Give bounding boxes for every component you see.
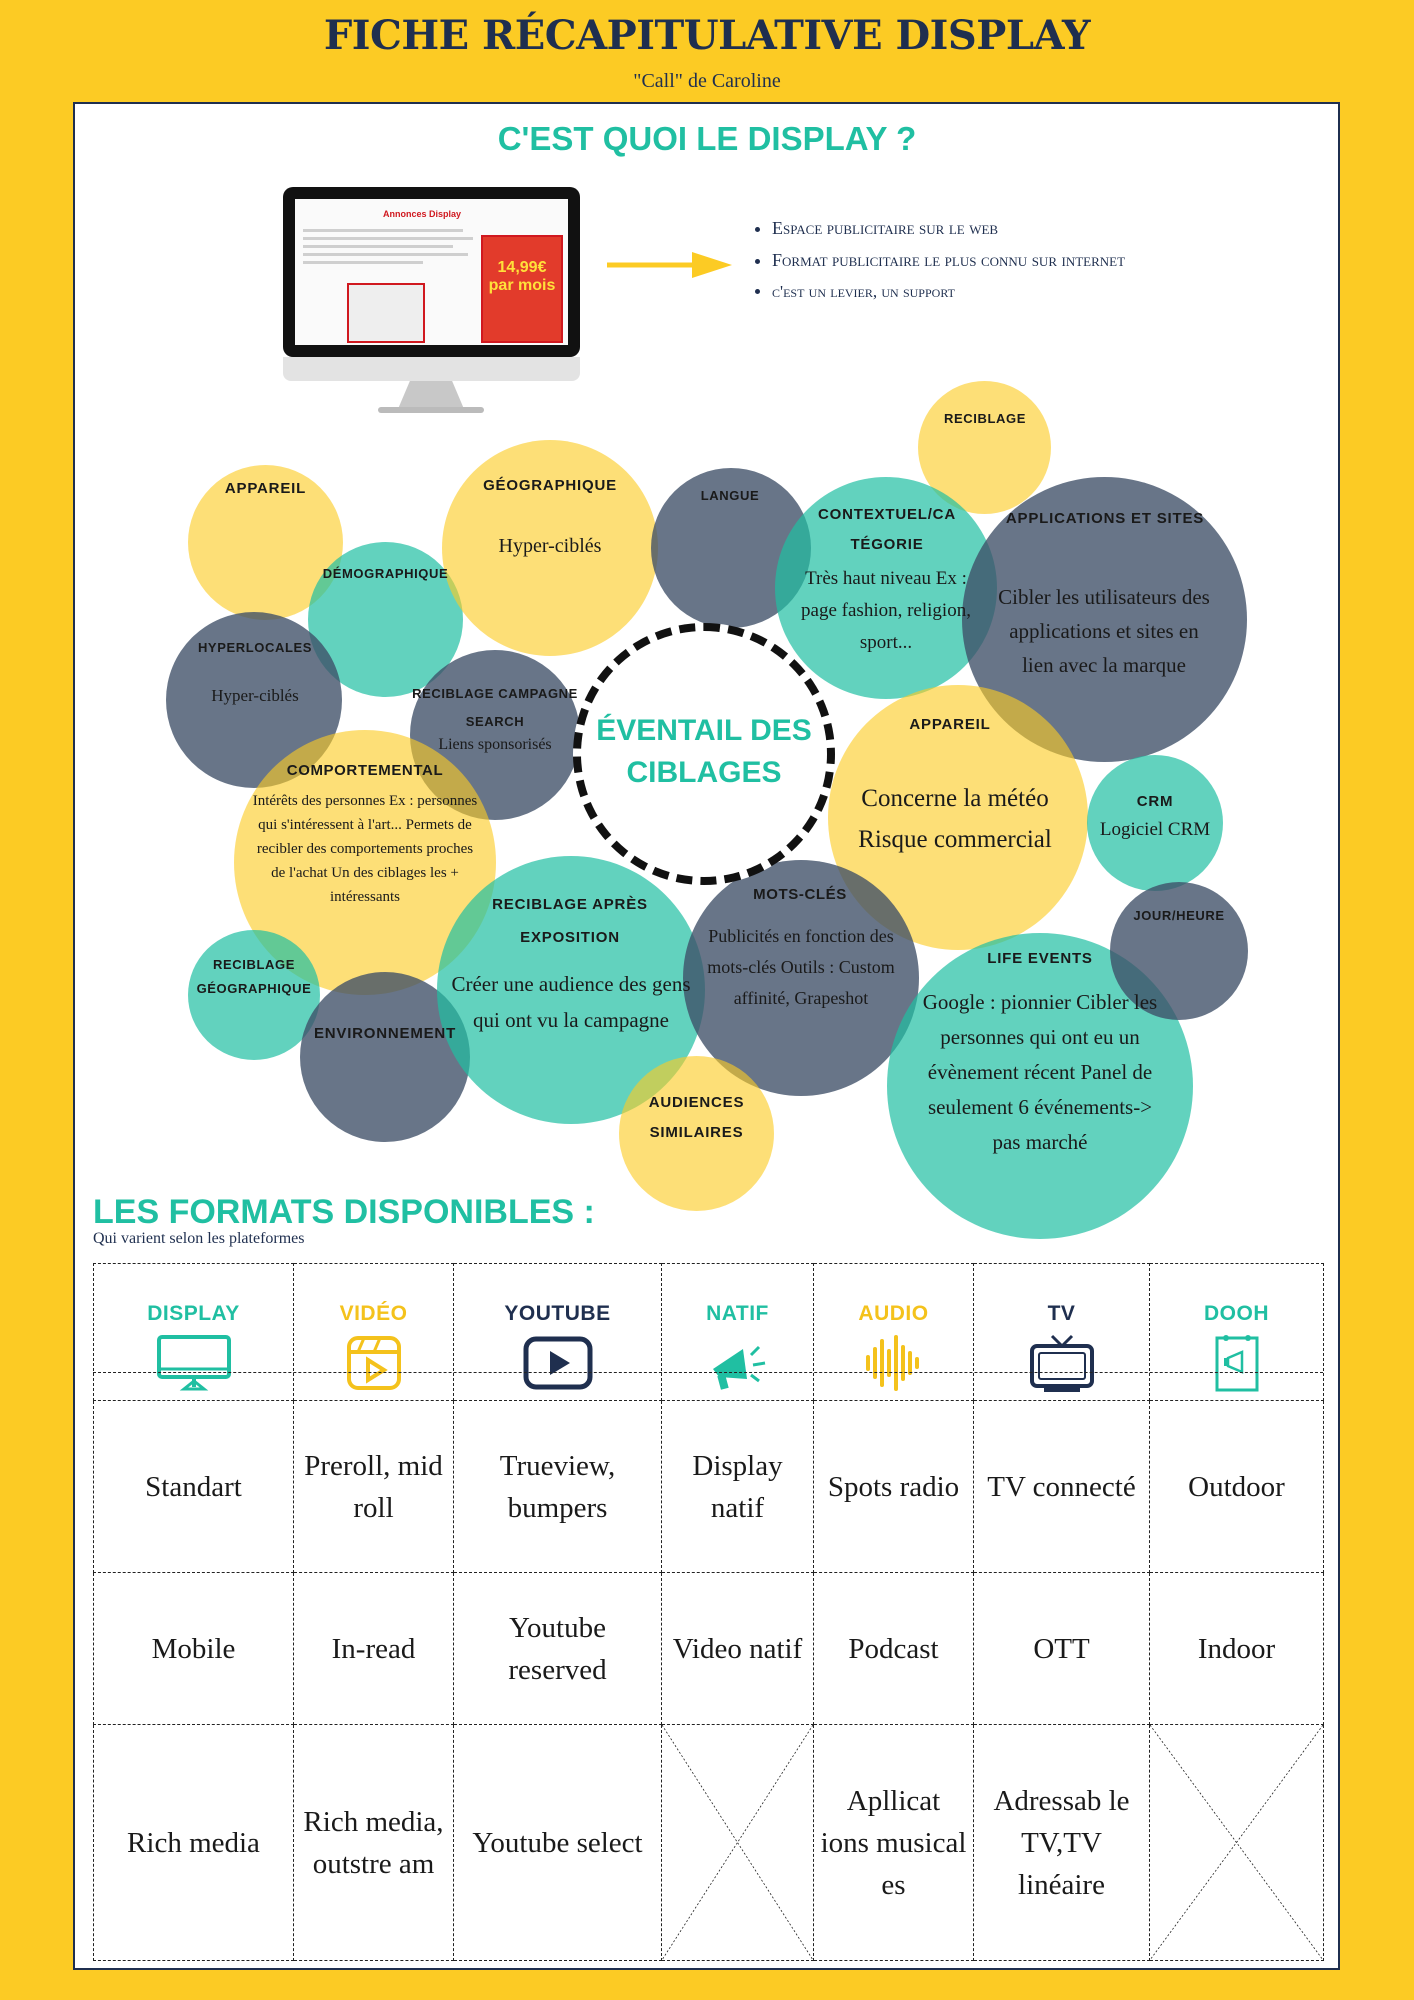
monitor-frame: Annonces Display 14,99€ par mois xyxy=(283,187,580,357)
bubble-text: Liens sponsorisés xyxy=(438,736,552,753)
format-cell: Apllicat ions musical es xyxy=(813,1724,974,1961)
bubble-text: Créer une audience des gens qui ont vu l… xyxy=(451,972,691,1032)
bubble-label: LIFE EVENTS xyxy=(987,950,1093,967)
format-column-header: DOOH xyxy=(1149,1263,1324,1401)
screen-ad-label: Annonces Display xyxy=(383,209,462,219)
definition-item: Format publicitaire le plus connu sur in… xyxy=(772,244,1130,276)
header-divider-line xyxy=(93,1372,1323,1373)
bubble-text: Concerne la météo Risque commercial xyxy=(858,785,1052,853)
screen-ad-left xyxy=(347,283,425,343)
billboard-icon xyxy=(1215,1335,1258,1392)
bubble-label: RECIBLAGE GÉOGRAPHIQUE xyxy=(196,957,312,996)
page-title: FICHE RÉCAPITULATIVE DISPLAY xyxy=(323,12,1091,59)
bubble-label: CRM xyxy=(1136,793,1174,810)
format-cell: TV connecté xyxy=(973,1400,1150,1573)
section-formats-title: LES FORMATS DISPONIBLES : xyxy=(93,1193,595,1231)
bubble-label: GÉOGRAPHIQUE xyxy=(483,477,617,494)
format-cell: Youtube select xyxy=(453,1724,662,1961)
format-column-header: VIDÉO xyxy=(293,1263,454,1401)
bubble-text: Hyper-ciblés xyxy=(498,535,602,557)
format-cell: Mobile xyxy=(93,1572,294,1725)
center-title: ÉVENTAIL DES CIBLAGES xyxy=(596,714,812,789)
format-cell: Youtube reserved xyxy=(453,1572,662,1725)
format-column-header: NATIF xyxy=(661,1263,814,1401)
bubble-label: RECIBLAGE CAMPAGNE SEARCH xyxy=(412,686,578,729)
bubble-text: Publicités en fonction des mots-clés Out… xyxy=(707,926,895,1008)
format-cell: Podcast xyxy=(813,1572,974,1725)
bubble-label: APPAREIL xyxy=(909,716,991,733)
center-dashed-circle xyxy=(573,623,835,885)
monitor-illustration: Annonces Display 14,99€ par mois xyxy=(283,187,580,427)
format-cell: Spots radio xyxy=(813,1400,974,1573)
definition-item: c'est un levier, un support xyxy=(772,276,1130,308)
bubble-text: Logiciel CRM xyxy=(1099,819,1211,840)
bubble-label: JOUR/HEURE xyxy=(1133,908,1225,923)
play-icon xyxy=(523,1336,592,1390)
format-column-header: TV xyxy=(973,1263,1150,1401)
format-column-header: DISPLAY xyxy=(93,1263,294,1401)
bubble-mots-cles xyxy=(683,860,919,1096)
bubble-label: APPAREIL xyxy=(224,480,307,497)
format-cell: Outdoor xyxy=(1149,1400,1324,1573)
format-column-header: YOUTUBE xyxy=(453,1263,662,1401)
format-cell: Rich media xyxy=(93,1724,294,1961)
bubble-label: AUDIENCES SIMILAIRES xyxy=(648,1094,745,1141)
display-definition-list: Espace publicitaire sur le web Format pu… xyxy=(750,212,1130,308)
section-formats-subtitle: Qui varient selon les plateformes xyxy=(93,1230,305,1247)
formats-row: Rich media Rich media, outstre am Youtub… xyxy=(93,1724,1324,1961)
monitor-base xyxy=(378,407,484,413)
bubble-contextuel xyxy=(775,477,997,699)
bubble-label: RECIBLAGE xyxy=(944,411,1026,426)
bubble-label: ENVIRONNEMENT xyxy=(313,1025,457,1042)
empty-cell-cross xyxy=(661,1724,814,1961)
format-cell: Trueview, bumpers xyxy=(453,1400,662,1573)
bubble-reciblage-geographique xyxy=(188,930,320,1060)
bubble-label: RECIBLAGE APRÈS EXPOSITION xyxy=(492,896,648,946)
bubble-text: Hyper-ciblés xyxy=(211,686,299,705)
screen-ad-right: 14,99€ par mois xyxy=(481,235,563,343)
format-cell: Indoor xyxy=(1149,1572,1324,1725)
bubble-geographique xyxy=(442,440,658,656)
bubble-label: CONTEXTUEL/CATÉGORIE xyxy=(818,506,956,553)
empty-cell-cross xyxy=(1149,1724,1324,1961)
formats-row: Standart Preroll, mid roll Trueview, bum… xyxy=(93,1400,1324,1573)
formats-row: Mobile In-read Youtube reserved Video na… xyxy=(93,1572,1324,1725)
video-icon xyxy=(346,1336,401,1390)
bubble-jour-heure xyxy=(1110,882,1248,1020)
bubble-audiences-similaires xyxy=(619,1056,774,1211)
format-cell: Preroll, mid roll xyxy=(293,1400,454,1573)
audio-wave-icon xyxy=(865,1335,919,1391)
arrow-right-icon xyxy=(607,252,732,278)
monitor-stand xyxy=(398,381,464,409)
megaphone-icon xyxy=(712,1345,765,1390)
monitor-icon xyxy=(156,1335,231,1391)
definition-item: Espace publicitaire sur le web xyxy=(772,212,1130,244)
bubble-label: DÉMOGRAPHIQUE xyxy=(322,566,449,581)
format-cell: In-read xyxy=(293,1572,454,1725)
bubble-text: Google : pionnier Cibler les personnes q… xyxy=(922,990,1158,1154)
bubble-text: Très haut niveau Ex : page fashion, reli… xyxy=(801,568,971,653)
bubble-text: Cibler les utilisateurs des applications… xyxy=(998,585,1210,677)
bubble-crm xyxy=(1087,755,1223,891)
monitor-screen: Annonces Display 14,99€ par mois xyxy=(295,199,568,345)
bubble-label: APPLICATIONS ET SITES xyxy=(1005,510,1205,527)
format-cell: Video natif xyxy=(661,1572,814,1725)
bubble-label: COMPORTEMENTAL xyxy=(286,762,444,779)
section-what-is-display-title: C'EST QUOI LE DISPLAY ? xyxy=(497,120,917,157)
format-cell: OTT xyxy=(973,1572,1150,1725)
monitor-chin xyxy=(283,357,580,381)
tv-icon xyxy=(1029,1334,1094,1392)
format-cell: Adressab le TV,TV linéaire xyxy=(973,1724,1150,1961)
bubble-label: LANGUE xyxy=(700,488,760,503)
format-cell: Standart xyxy=(93,1400,294,1573)
bubble-label: MOTS-CLÉS xyxy=(753,886,847,903)
format-cell: Display natif xyxy=(661,1400,814,1573)
formats-table: DISPLAY VIDÉO xyxy=(93,1263,1324,1961)
page-subtitle: "Call" de Caroline xyxy=(633,70,781,92)
format-cell: Rich media, outstre am xyxy=(293,1724,454,1961)
bubble-label: HYPERLOCALES xyxy=(197,640,313,655)
format-column-header: AUDIO xyxy=(813,1263,974,1401)
bubble-text: Intérêts des personnes Ex : personnes qu… xyxy=(252,793,478,905)
formats-header-row: DISPLAY VIDÉO xyxy=(93,1263,1324,1401)
